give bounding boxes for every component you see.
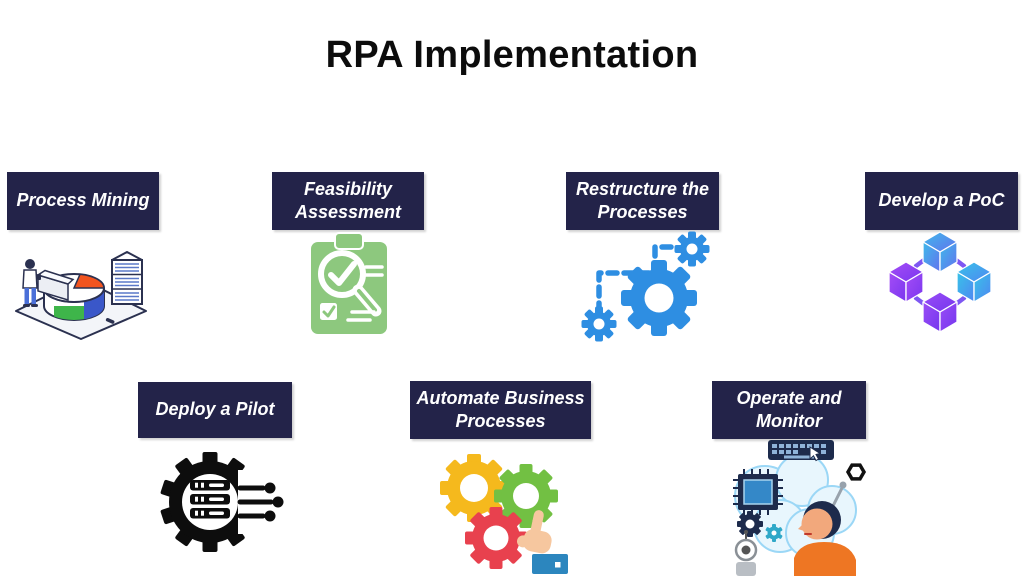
small-gear-teal: [765, 524, 783, 542]
robot-figure: [734, 530, 758, 576]
magnifier-check: [318, 250, 382, 317]
clipboard-magnifier-icon: [308, 232, 390, 336]
cube-top: [922, 231, 958, 273]
gears-dashed-path-icon: [576, 230, 714, 342]
small-gear-bottom: [581, 306, 617, 342]
clipboard-clip: [334, 232, 364, 250]
circuit-lines: [237, 485, 274, 519]
small-gear-dark: [737, 511, 763, 537]
blockchain-cubes-icon: [884, 226, 996, 342]
step-label-develop-poc: Develop a PoC: [865, 172, 1018, 230]
process-mining-icon: [10, 232, 152, 340]
page-title: RPA Implementation: [325, 34, 699, 76]
server-rack-shape: [111, 251, 143, 305]
green-gear: [494, 464, 558, 528]
pointing-hand: [517, 510, 552, 554]
orange-shirt: [794, 542, 856, 576]
person-figure: [22, 259, 41, 307]
text-lines: [346, 265, 384, 322]
step-label-operate-monitor: Operate and Monitor: [712, 381, 866, 439]
cube-right: [956, 261, 992, 303]
step-label-restructure-processes: Restructure the Processes: [566, 172, 719, 230]
nose: [798, 524, 804, 531]
face: [801, 508, 833, 540]
keyboard-shape: [768, 440, 834, 462]
small-gear-top: [674, 231, 710, 267]
sleeve: [532, 554, 568, 574]
cube-left: [888, 261, 924, 303]
person-figure: [794, 481, 856, 576]
colored-gears-hand-icon: [436, 438, 568, 574]
step-label-automate-business-processes: Automate Business Processes: [410, 381, 591, 439]
cube-bottom: [922, 291, 958, 333]
pie-chart-3d: [36, 269, 105, 321]
step-label-feasibility-assessment: Feasibility Assessment: [272, 172, 424, 230]
checkbox: [320, 303, 337, 320]
server-stack: [190, 480, 230, 519]
step-label-process-mining: Process Mining: [7, 172, 159, 230]
large-gear: [621, 260, 697, 336]
gear-server-circuit-icon: [150, 440, 292, 564]
chip-shape: [733, 469, 783, 515]
red-gear: [465, 507, 527, 569]
nut-icon: [845, 463, 867, 481]
step-label-deploy-pilot: Deploy a Pilot: [138, 382, 292, 438]
human-machine-monitor-icon: [710, 438, 868, 576]
